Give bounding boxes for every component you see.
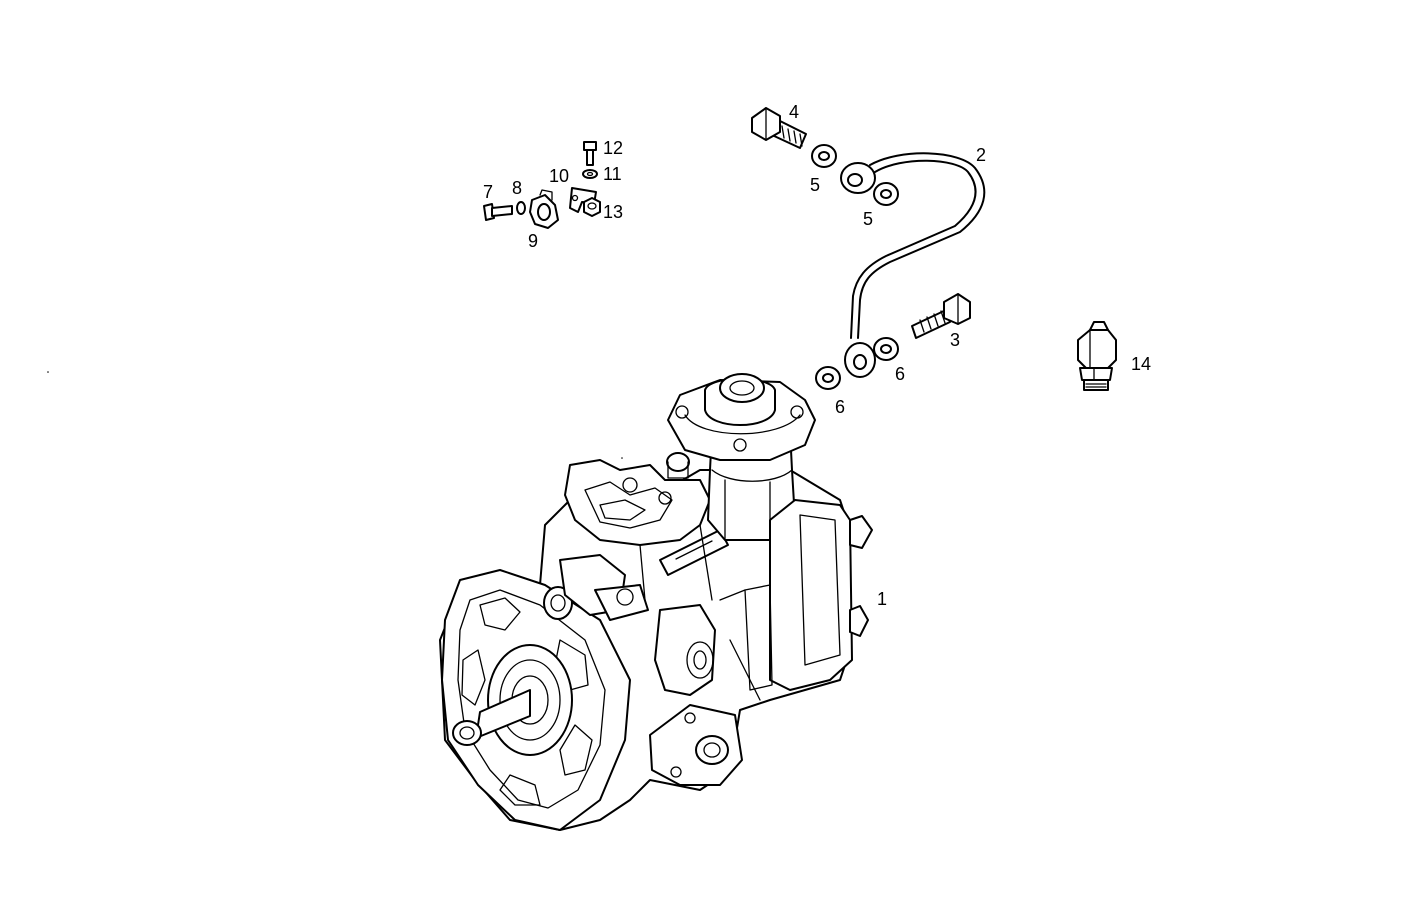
callout-1: 1 [877,589,887,609]
callout-10: 10 [549,166,569,186]
bracket-10 [569,187,597,213]
nut-13 [583,197,601,217]
sealing-washer-5a [811,144,837,168]
callout-9: 9 [528,231,538,251]
callout-5b: 5 [863,209,873,229]
callout-8: 8 [512,178,522,198]
sealing-washer-6a [815,366,841,390]
stray-mark [621,457,623,459]
stray-mark [47,371,49,373]
sealing-washer-5b [873,182,899,206]
callout-6a: 6 [835,397,845,417]
washer-11 [582,169,598,179]
sensor-switch-14 [1077,321,1117,391]
banjo-bolt-4 [751,107,807,149]
washer-8 [516,201,526,215]
callout-12: 12 [603,138,623,158]
callout-4: 4 [789,102,799,122]
screw-12 [583,141,597,166]
sealing-washer-6b [873,337,899,361]
callout-3: 3 [950,330,960,350]
callout-14: 14 [1131,354,1151,374]
leak-off-pipe [840,152,986,378]
injection-pump-body [439,373,873,831]
screw-7 [483,203,513,221]
callout-5a: 5 [810,175,820,195]
callout-2: 2 [976,145,986,165]
callout-6b: 6 [895,364,905,384]
banjo-bolt-3 [911,293,971,339]
callout-7: 7 [483,182,493,202]
callout-11: 11 [603,164,622,184]
callout-13: 13 [603,202,623,222]
clamp-9 [529,189,559,229]
